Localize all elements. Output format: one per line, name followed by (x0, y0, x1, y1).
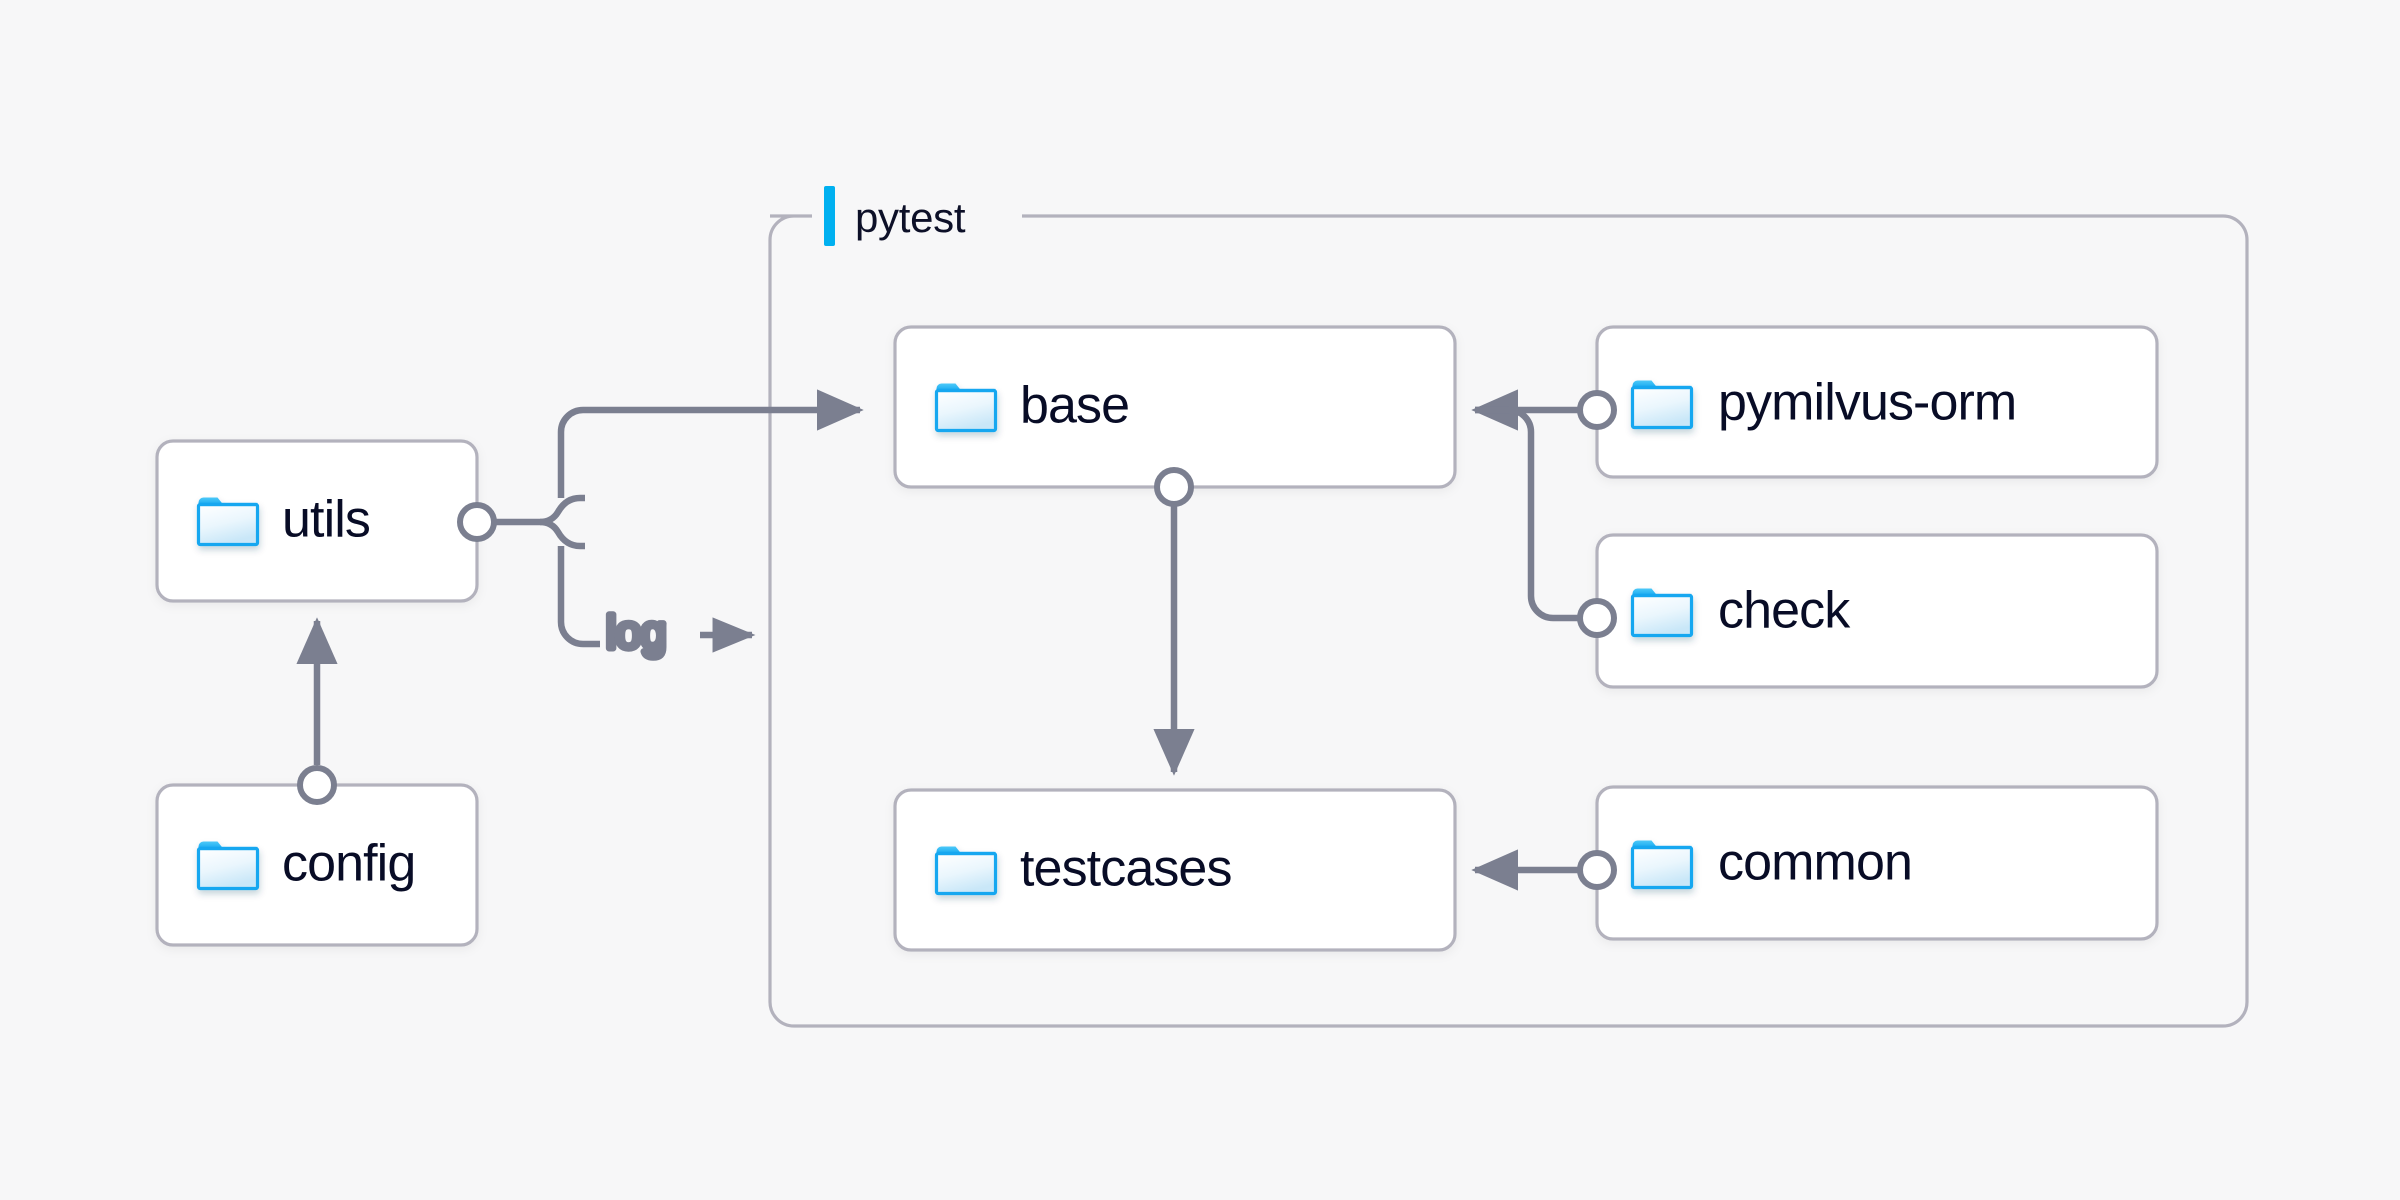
pytest-group-label: pytest (855, 194, 966, 241)
folder-icon (196, 495, 260, 547)
node-config-label: config (282, 835, 415, 893)
node-pymilvus-orm[interactable]: pymilvus-orm (1577, 325, 2159, 479)
edge-label-log: log (606, 606, 666, 658)
edge-layer: log (296, 389, 1580, 891)
folder-icon (1630, 586, 1694, 638)
node-pymilvus-orm-port-left[interactable] (1577, 390, 1617, 430)
edge-utils-to-base[interactable] (557, 389, 864, 498)
pytest-accent-bar (824, 186, 835, 246)
node-base-label: base (1020, 377, 1129, 435)
folder-icon (1630, 378, 1694, 430)
node-config[interactable]: config (155, 765, 479, 947)
node-common-port-left[interactable] (1577, 850, 1617, 890)
node-check-label: check (1718, 582, 1851, 640)
node-common[interactable]: common (1577, 785, 2159, 941)
node-check-port-left[interactable] (1577, 598, 1617, 638)
folder-icon (196, 839, 260, 891)
node-utils-port-right[interactable] (457, 502, 497, 542)
folder-icon (934, 381, 998, 433)
node-config-port-top[interactable] (297, 765, 337, 805)
node-base[interactable]: base (893, 325, 1457, 507)
node-common-label: common (1718, 834, 1912, 892)
node-check[interactable]: check (1577, 533, 2159, 689)
node-testcases-box[interactable] (893, 788, 1457, 952)
edge-utils-split-up[interactable] (539, 494, 585, 526)
edge-check-to-base[interactable] (1475, 406, 1580, 622)
node-testcases[interactable]: testcases (893, 788, 1457, 952)
edge-noop3 (561, 476, 583, 498)
pytest-label-backdrop (812, 196, 1022, 238)
node-pymilvus-orm-label: pymilvus-orm (1718, 374, 2016, 432)
edge-utils-split-down[interactable] (539, 518, 585, 550)
edge-utils-to-log[interactable] (557, 546, 600, 648)
node-base-port-bottom[interactable] (1154, 467, 1194, 507)
node-utils-label: utils (282, 491, 370, 549)
pytest-group[interactable]: pytest (768, 186, 2249, 1028)
folder-icon (934, 844, 998, 896)
folder-icon (1630, 838, 1694, 890)
node-utils[interactable]: utils (155, 439, 497, 603)
node-testcases-label: testcases (1020, 840, 1232, 898)
